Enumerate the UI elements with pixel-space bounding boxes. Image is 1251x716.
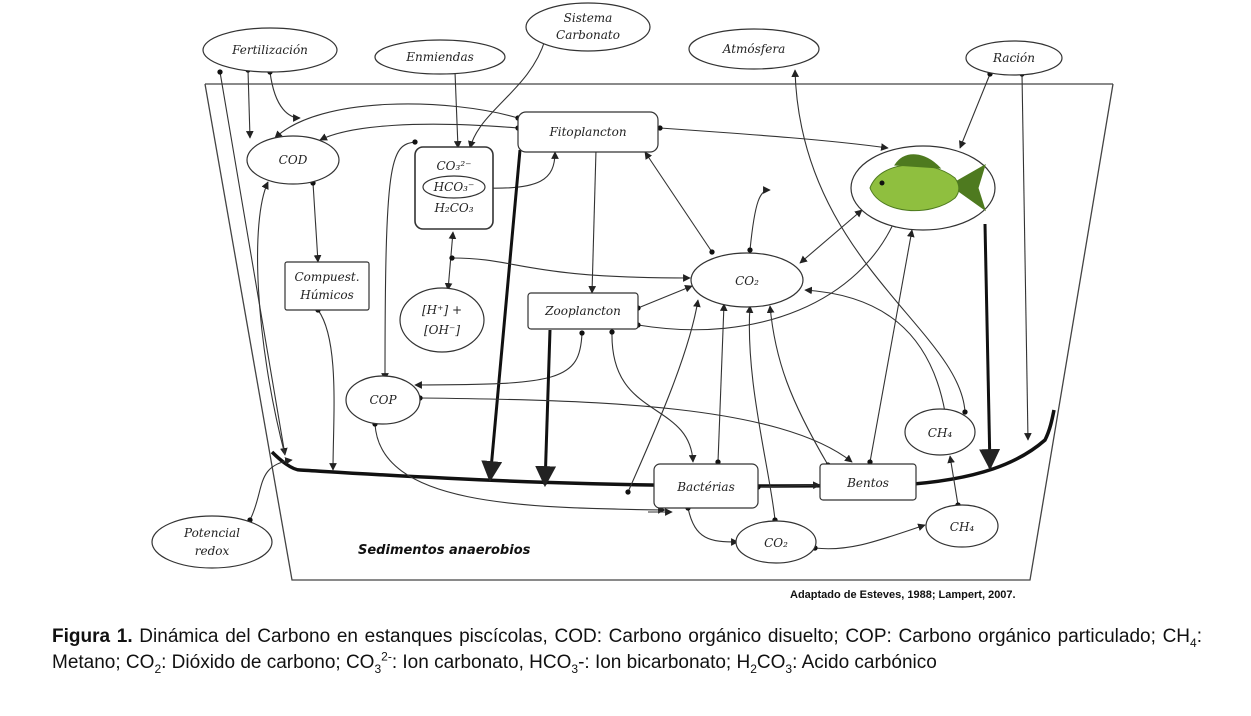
node-cod: COD — [246, 135, 340, 185]
node-ch4-water: CH₄ — [904, 408, 976, 456]
svg-text:CH₄: CH₄ — [928, 426, 953, 440]
node-potencial-redox: Potencial redox — [151, 515, 273, 569]
node-atmosfera: Atmósfera — [688, 28, 820, 70]
node-compuestos-humicos: Compuest. Húmicos — [284, 261, 370, 311]
node-racion: Ración — [965, 40, 1063, 76]
svg-text:CO₂: CO₂ — [764, 536, 788, 550]
svg-text:COD: COD — [279, 153, 308, 167]
svg-text:CH₄: CH₄ — [950, 520, 975, 534]
svg-text:CO₃²⁻: CO₃²⁻ — [437, 159, 472, 173]
node-carbonate-system: CO₃²⁻ HCO₃⁻ H₂CO₃ — [414, 146, 494, 230]
svg-text:[OH⁻]: [OH⁻] — [424, 323, 460, 337]
svg-text:Zooplancton: Zooplancton — [544, 304, 621, 318]
svg-text:Ración: Ración — [992, 51, 1035, 65]
svg-text:Fertilización: Fertilización — [231, 43, 308, 57]
svg-text:Sistema: Sistema — [564, 11, 613, 25]
svg-text:Bactérias: Bactérias — [676, 480, 735, 494]
node-h-oh: [H⁺] + [OH⁻] — [399, 287, 485, 353]
svg-text:COP: COP — [369, 393, 397, 407]
carbon-dynamics-diagram: Fertilización Enmiendas Sistema Carbonat… — [151, 2, 1114, 600]
svg-text:Húmicos: Húmicos — [299, 288, 354, 302]
node-bacterias: Bactérias — [653, 463, 759, 509]
node-enmiendas: Enmiendas — [374, 39, 506, 75]
node-fertilizacion: Fertilización — [202, 27, 338, 73]
svg-text:Enmiendas: Enmiendas — [405, 50, 474, 64]
figure-caption: Figura 1. Dinámica del Carbono en estanq… — [52, 626, 1202, 676]
node-fish — [850, 145, 996, 231]
svg-text:Fitoplancton: Fitoplancton — [548, 125, 626, 139]
node-bentos: Bentos — [819, 463, 917, 501]
svg-text:Compuest.: Compuest. — [294, 270, 359, 284]
node-co2-water: CO₂ — [690, 252, 804, 308]
svg-text:[H⁺] +: [H⁺] + — [422, 303, 462, 317]
node-fitoplancton: Fitoplancton — [517, 111, 659, 153]
credit-label: Adaptado de Esteves, 1988; Lampert, 2007… — [790, 589, 1016, 600]
node-cop: COP — [345, 375, 421, 425]
svg-text:Carbonato: Carbonato — [556, 28, 620, 42]
svg-text:Atmósfera: Atmósfera — [722, 42, 785, 56]
node-zooplancton: Zooplancton — [527, 292, 639, 330]
fish-icon — [869, 154, 986, 212]
svg-text:HCO₃⁻: HCO₃⁻ — [433, 180, 475, 194]
node-sistema-carbonato: Sistema Carbonato — [525, 2, 651, 52]
node-ch4-sediment: CH₄ — [925, 504, 999, 548]
svg-text:CO₂: CO₂ — [735, 274, 759, 288]
node-co2-sediment: CO₂ — [735, 520, 817, 564]
sedimentos-label: Sedimentos anaerobios — [358, 543, 531, 558]
svg-text:H₂CO₃: H₂CO₃ — [433, 201, 473, 215]
svg-text:Potencial: Potencial — [183, 526, 240, 540]
svg-text:Bentos: Bentos — [846, 476, 889, 490]
svg-text:redox: redox — [195, 544, 230, 558]
flow-arrows — [217, 37, 1032, 551]
